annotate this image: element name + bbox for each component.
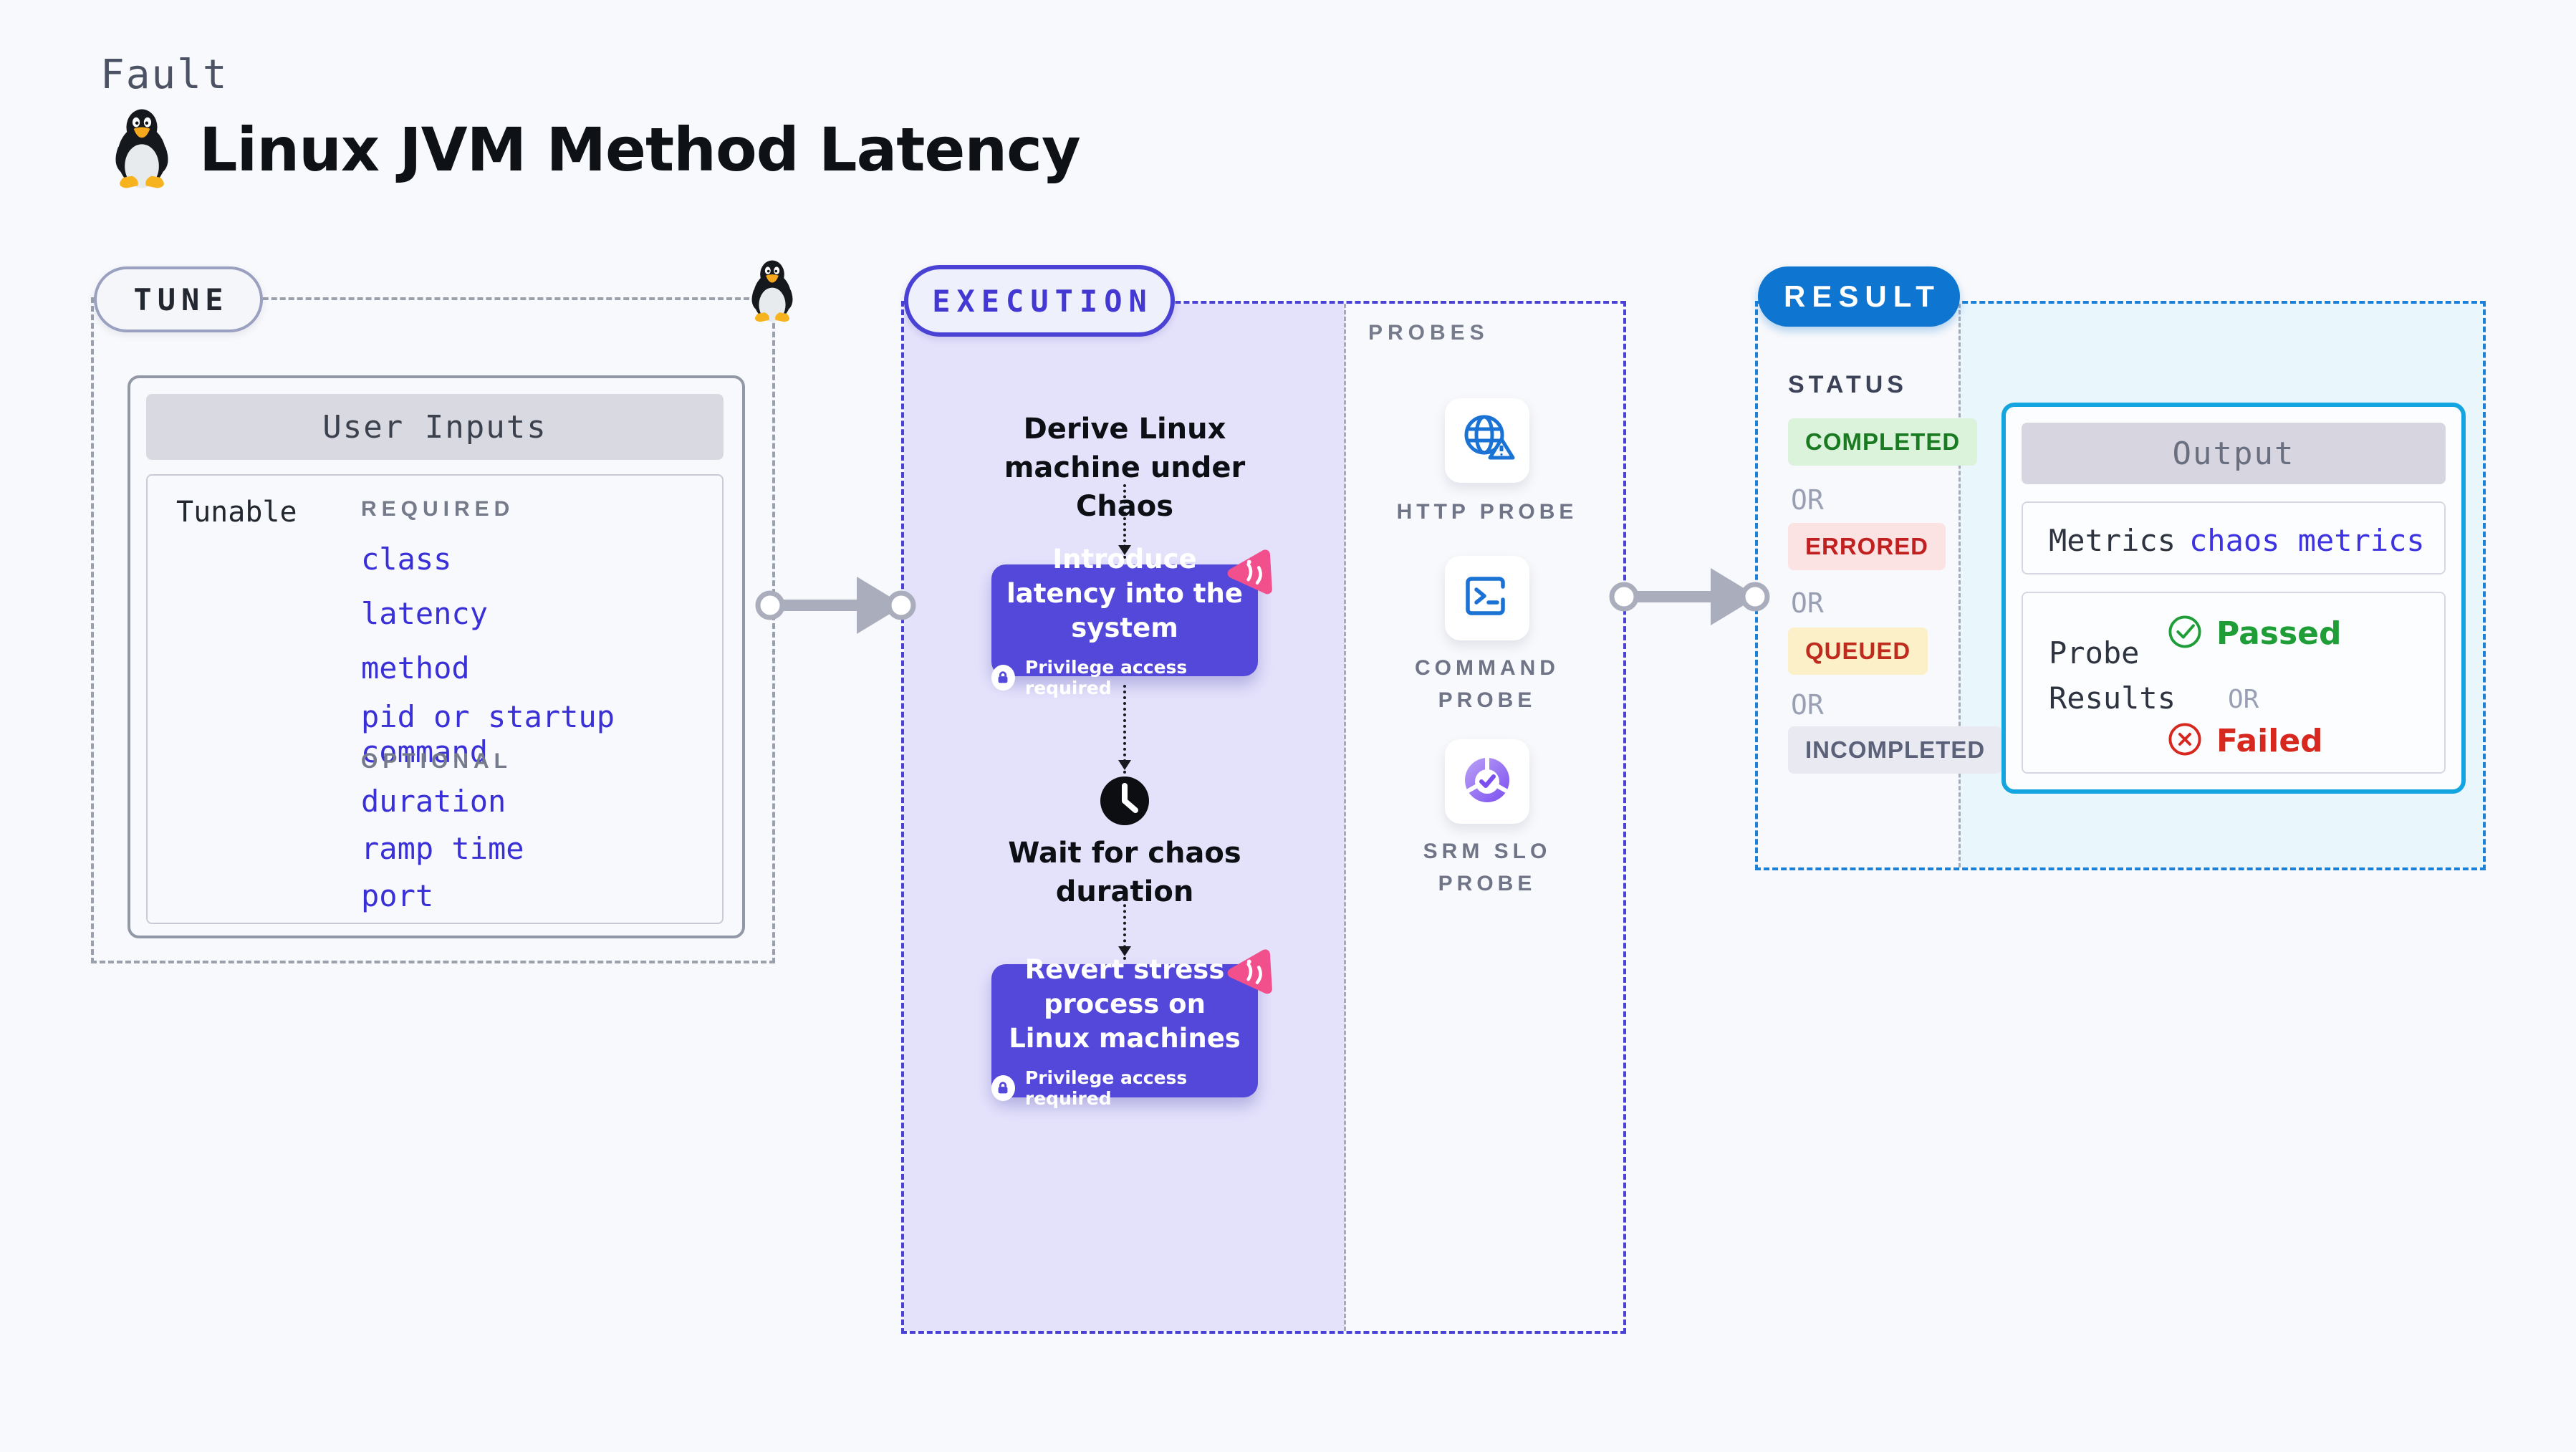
tunable-link-ramp-time[interactable]: ramp time [361,831,524,866]
privilege-note: Privilege access required [991,657,1258,698]
srm-slo-probe-card [1445,739,1529,824]
terminal-icon [1458,568,1516,628]
execution-pill-label: EXECUTION [932,283,1153,319]
result-section: STATUS COMPLETED OR ERRORED OR QUEUED OR… [1755,301,2486,870]
step-revert-text: Revert stress process on Linux machines [1009,953,1241,1054]
flow-arrow-1 [1118,484,1131,559]
linux-penguin-icon [105,106,179,193]
output-panel: Output Metrics chaos metrics Probe Resul… [2001,403,2466,794]
output-title: Output [2172,435,2295,472]
result-pill: RESULT [1758,266,1960,327]
chaos-logo-icon [1225,546,1277,597]
execution-to-result-arrow [1609,568,1770,625]
failed-label: Failed [2216,722,2323,759]
tune-section [91,297,775,963]
or-separator: OR [1791,484,1824,516]
privilege-note-text: Privilege access required [1024,657,1188,699]
user-inputs-card: User Inputs Tunable REQUIRED class laten… [128,375,745,938]
metrics-row: Metrics chaos metrics [2022,501,2446,574]
flow-arrow-3 [1118,898,1131,960]
or-separator: OR [1791,689,1824,721]
tunable-link-latency[interactable]: latency [361,596,489,631]
user-inputs-title: User Inputs [322,408,547,446]
fault-kind-label: Fault [100,52,229,98]
chaos-metrics-link[interactable]: chaos metrics [2189,523,2425,558]
privilege-note: Privilege access required [991,1067,1258,1109]
failed-result: Failed [2166,721,2323,761]
output-header: Output [2022,423,2446,484]
command-probe-label: COMMAND PROBE [1415,656,1559,712]
lock-icon [991,1075,1015,1102]
status-badge-queued: QUEUED [1788,628,1928,675]
passed-result: Passed [2166,613,2341,653]
or-separator: OR [1791,587,1824,619]
srm-slo-probe-label: SRM SLO PROBE [1423,840,1552,895]
tunable-link-duration[interactable]: duration [361,784,506,819]
status-badge-incompleted: INCOMPLETED [1788,726,2003,774]
metrics-label: Metrics [2049,523,2176,558]
tune-pill: TUNE [94,266,263,332]
step-introduce-latency: Introduce latency into the system Privil… [991,544,1272,698]
tune-to-execution-arrow [755,577,916,634]
status-badge-completed: COMPLETED [1788,418,1978,466]
page-title: Linux JVM Method Latency [199,115,1081,185]
status-section-label: STATUS [1788,371,1908,398]
tunable-link-port[interactable]: port [361,878,434,913]
x-circle-icon [2166,721,2203,761]
optional-section-label: OPTIONAL [361,749,512,773]
probe-results-label: Probe Results [2049,635,2176,716]
check-circle-icon [2166,613,2203,653]
tunable-link-class[interactable]: class [361,542,452,577]
step-derive-text: Derive Linux machine under Chaos [1004,413,1246,523]
globe-alert-icon [1457,409,1517,472]
http-probe-label: HTTP PROBE [1396,500,1578,524]
tunable-column-label: Tunable [176,496,297,529]
result-status-divider [1959,304,1961,867]
result-pill-label: RESULT [1784,279,1941,313]
lock-icon [991,665,1015,691]
clock-icon [1099,775,1150,827]
tunable-link-method[interactable]: method [361,650,470,686]
execution-probes-divider [1344,304,1346,1331]
user-inputs-header: User Inputs [146,394,724,460]
linux-penguin-small-icon [744,258,801,327]
user-inputs-body: Tunable REQUIRED class latency method pi… [146,474,724,924]
step-wait-text: Wait for chaos duration [1008,837,1241,908]
execution-section: Derive Linux machine under Chaos Introdu… [901,301,1626,1334]
tune-pill-label: TUNE [133,282,229,317]
or-separator: OR [2228,685,2259,714]
execution-pill: EXECUTION [904,265,1175,337]
required-section-label: REQUIRED [361,497,515,521]
http-probe-card [1445,398,1529,483]
probes-section-label: PROBES [1368,321,1489,345]
chaos-logo-icon [1225,946,1277,997]
probe-results-row: Probe Results Passed OR F [2022,592,2446,774]
step-introduce-text: Introduce latency into the system [1006,543,1243,644]
page-header: Linux JVM Method Latency [105,106,1081,193]
command-probe-card [1445,556,1529,640]
slo-donut-check-icon [1458,751,1516,812]
step-revert-stress: Revert stress process on Linux machines … [991,949,1272,1109]
flow-arrow-2 [1118,685,1131,774]
privilege-note-text: Privilege access required [1024,1067,1188,1110]
status-badge-errored: ERRORED [1788,523,1946,570]
tunable-link-pid-or-startup-command[interactable]: pid or startup command [361,699,615,769]
passed-label: Passed [2216,615,2342,652]
